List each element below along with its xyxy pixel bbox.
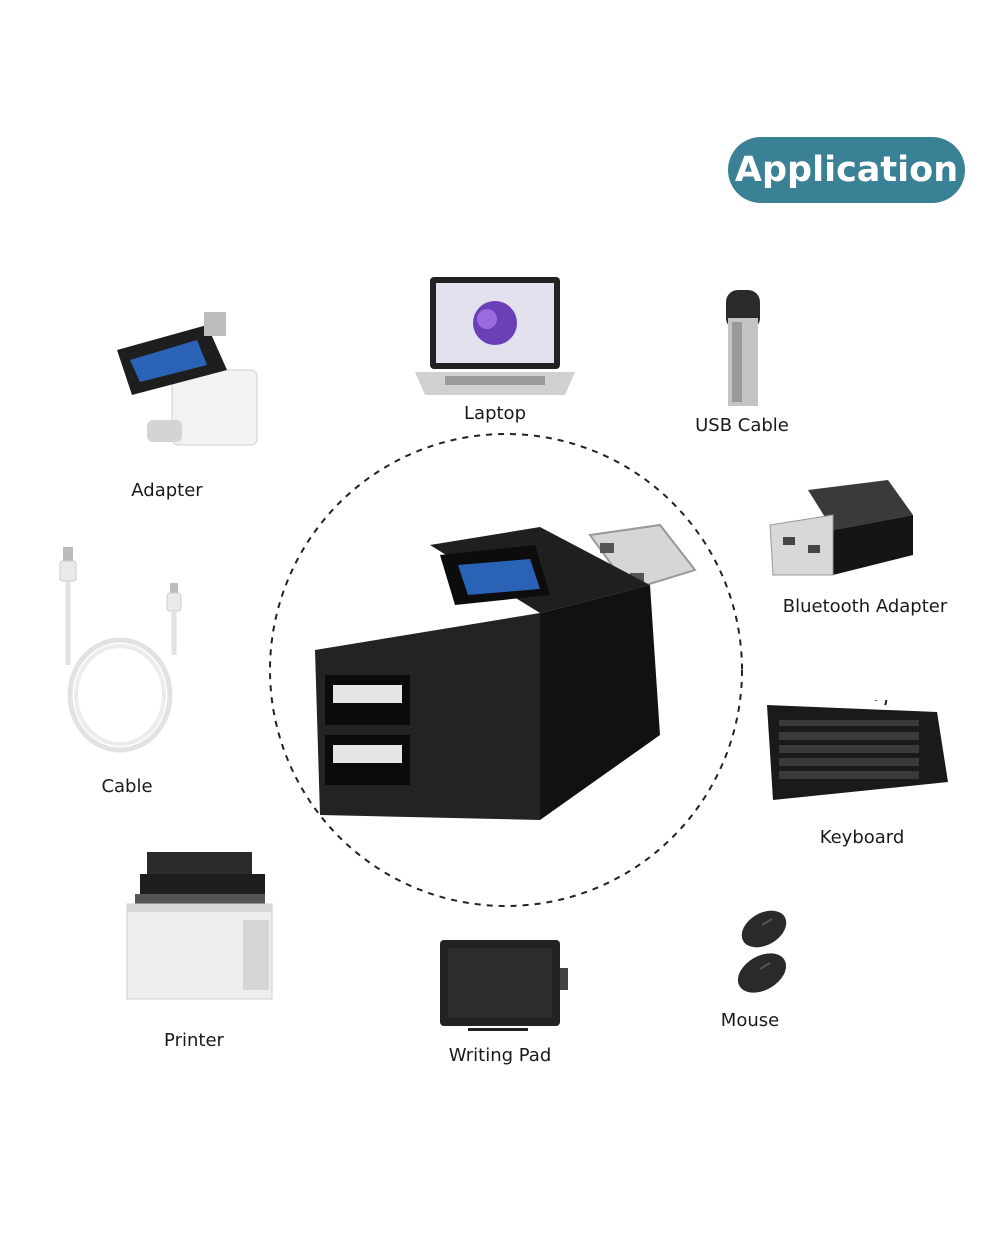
printer-label: Printer xyxy=(164,1030,224,1051)
bluetooth-adapter-label: Bluetooth Adapter xyxy=(782,596,948,617)
laptop-label: Laptop xyxy=(464,403,526,424)
keyboard-icon xyxy=(767,700,948,800)
writing-pad-label: Writing Pad xyxy=(448,1045,552,1066)
bluetooth-dongle-icon xyxy=(769,480,913,576)
usb-c-adapter-icon xyxy=(117,312,258,446)
cable-label: Cable xyxy=(101,776,153,797)
dashed-circle xyxy=(269,433,743,907)
laptop-icon xyxy=(415,277,575,395)
mouse-icon xyxy=(737,910,787,993)
usb-stick-icon xyxy=(726,290,760,406)
mouse-label: Mouse xyxy=(720,1010,780,1031)
application-badge: Application xyxy=(728,137,965,203)
coiled-cable-icon xyxy=(59,547,182,753)
usb-cable-label: USB Cable xyxy=(695,415,789,436)
tablet-icon xyxy=(440,940,568,1031)
adapter-label: Adapter xyxy=(131,480,203,501)
keyboard-label: Keyboard xyxy=(819,827,905,848)
usb-hub-icon xyxy=(315,523,697,820)
printer-icon xyxy=(126,852,273,1000)
application-title: Application xyxy=(734,150,959,190)
